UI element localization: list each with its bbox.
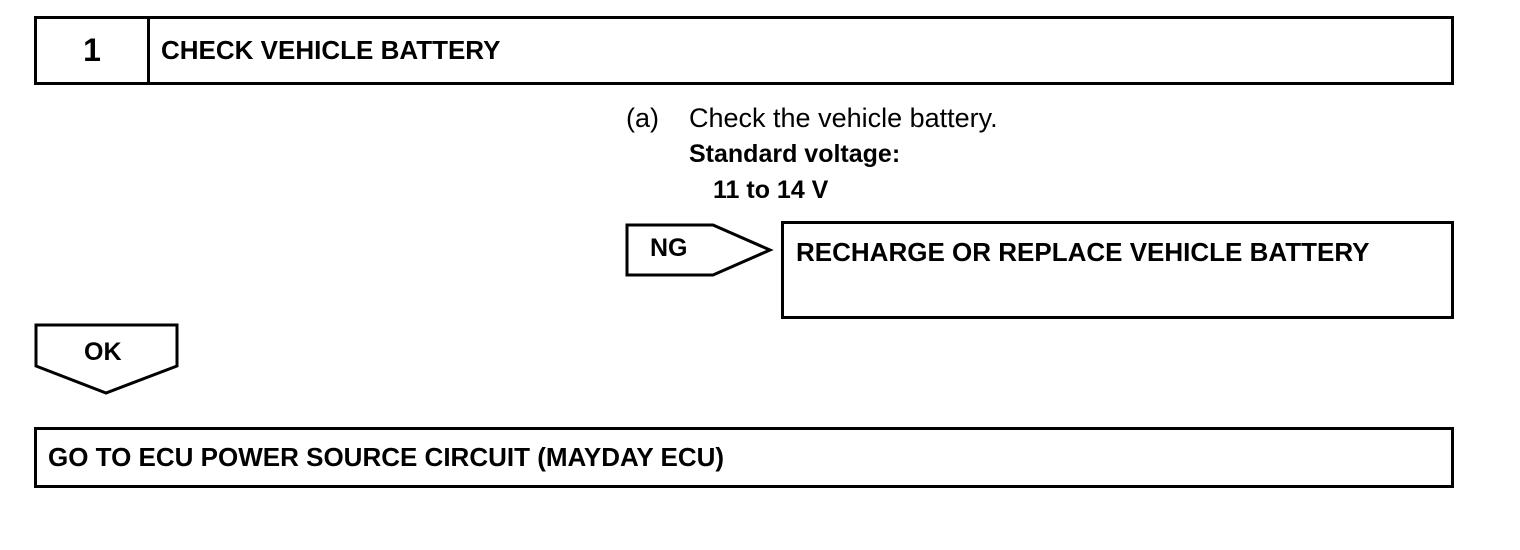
ng-label: NG	[650, 234, 688, 262]
step-header: 1 CHECK VEHICLE BATTERY	[34, 16, 1454, 85]
ng-action-text: RECHARGE OR REPLACE VEHICLE BATTERY	[796, 237, 1370, 267]
ok-label: OK	[84, 338, 122, 366]
ng-action-box: RECHARGE OR REPLACE VEHICLE BATTERY	[781, 221, 1454, 319]
step-title: CHECK VEHICLE BATTERY	[161, 35, 501, 65]
standard-voltage-label: Standard voltage:	[689, 140, 901, 168]
instruction-text: Check the vehicle battery.	[689, 103, 998, 133]
ok-arrow-shape	[34, 323, 179, 395]
next-step-box: GO TO ECU POWER SOURCE CIRCUIT (MAYDAY E…	[34, 427, 1454, 488]
ng-arrow-shape	[625, 223, 774, 277]
next-step-text: GO TO ECU POWER SOURCE CIRCUIT (MAYDAY E…	[48, 442, 725, 472]
standard-voltage-value: 11 to 14 V	[713, 176, 829, 204]
step-number: 1	[37, 19, 150, 82]
instruction-marker: (a)	[626, 103, 659, 133]
